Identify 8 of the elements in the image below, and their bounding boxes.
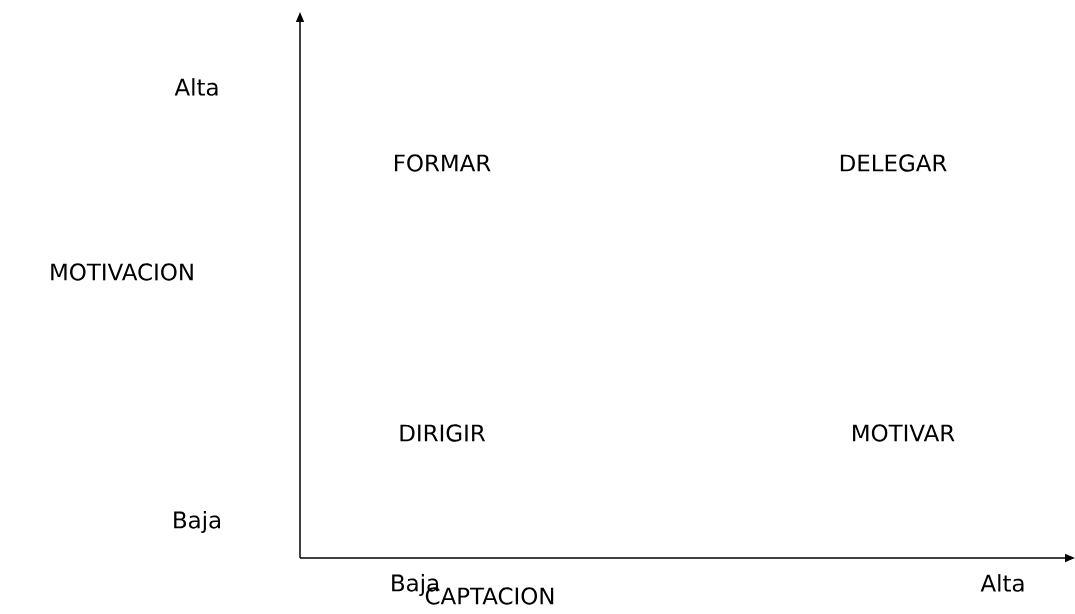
quadrant-label: DIRIGIR — [400, 424, 486, 442]
quadrant-label: MOTIVAR — [853, 424, 955, 442]
quadrant-label: DELEGAR — [840, 154, 947, 172]
axis-title: MOTIVACION — [51, 263, 193, 281]
quadrant-label: FORMAR — [395, 154, 491, 172]
axis-level-label: Alta — [980, 574, 1024, 592]
axis-level-label: Baja — [174, 510, 221, 534]
axis-level-label: Alta — [174, 78, 218, 96]
